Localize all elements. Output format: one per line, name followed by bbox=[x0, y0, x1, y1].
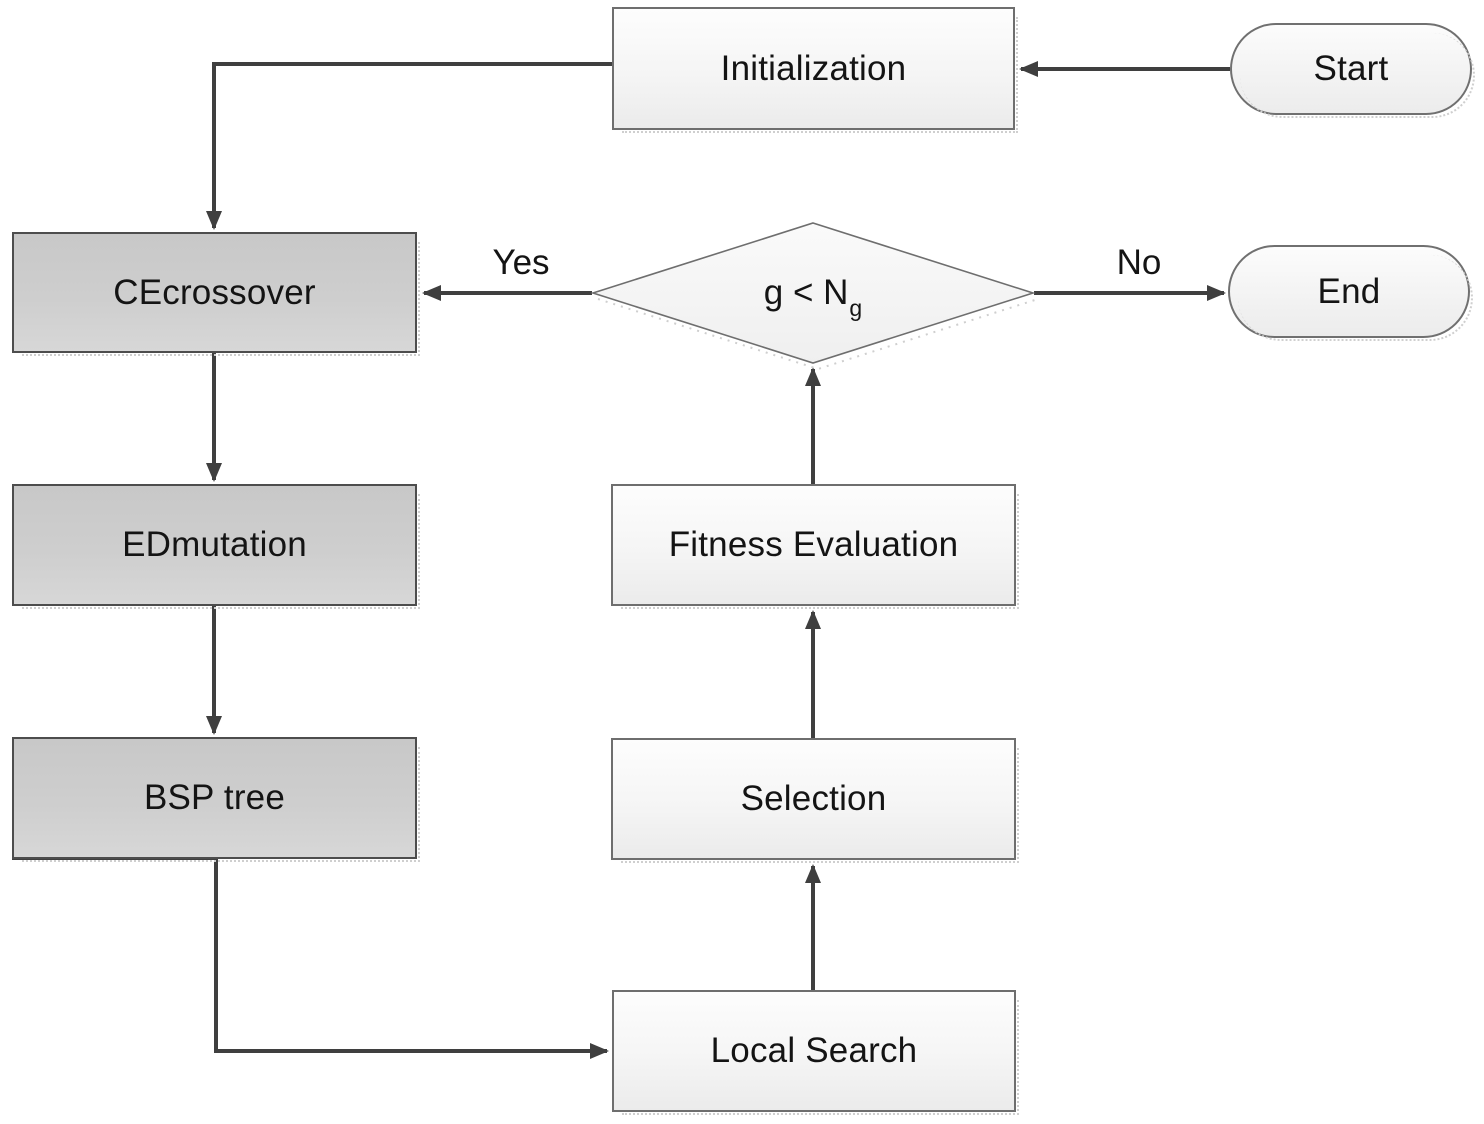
edge-bsptree-to-localsearch bbox=[12, 856, 609, 1059]
decision-label-main: g < N bbox=[763, 273, 849, 312]
node-cecrossover-label: CEcrossover bbox=[113, 272, 316, 312]
node-initialization: Initialization bbox=[612, 7, 1018, 133]
edge-label-no: No bbox=[1116, 243, 1162, 282]
node-end-label: End bbox=[1317, 271, 1381, 311]
node-fitness-evaluation-label: Fitness Evaluation bbox=[668, 525, 959, 564]
node-cecrossover: CEcrossover bbox=[12, 232, 420, 356]
node-selection-label: Selection bbox=[740, 779, 887, 818]
node-edmutation-label: EDmutation bbox=[122, 525, 307, 564]
node-start-label: Start bbox=[1313, 49, 1389, 88]
node-bsp-tree: BSP tree bbox=[12, 737, 420, 862]
node-local-search-label: Local Search bbox=[710, 1031, 918, 1070]
node-local-search: Local Search bbox=[612, 990, 1019, 1115]
decision-shadow bbox=[597, 298, 1039, 371]
decision-node-shape bbox=[590, 222, 1036, 364]
node-start: Start bbox=[1230, 23, 1475, 118]
node-selection: Selection bbox=[611, 738, 1019, 863]
node-bsp-tree-label: BSP tree bbox=[143, 778, 286, 817]
node-fitness-evaluation: Fitness Evaluation bbox=[611, 484, 1019, 609]
edge-label-yes: Yes bbox=[492, 243, 550, 282]
decision-label-subscript: g bbox=[849, 295, 863, 321]
node-edmutation: EDmutation bbox=[12, 484, 420, 609]
node-end: End bbox=[1228, 245, 1473, 341]
edge-initialization-to-cecrossover bbox=[206, 62, 612, 230]
node-initialization-label: Initialization bbox=[720, 48, 907, 88]
